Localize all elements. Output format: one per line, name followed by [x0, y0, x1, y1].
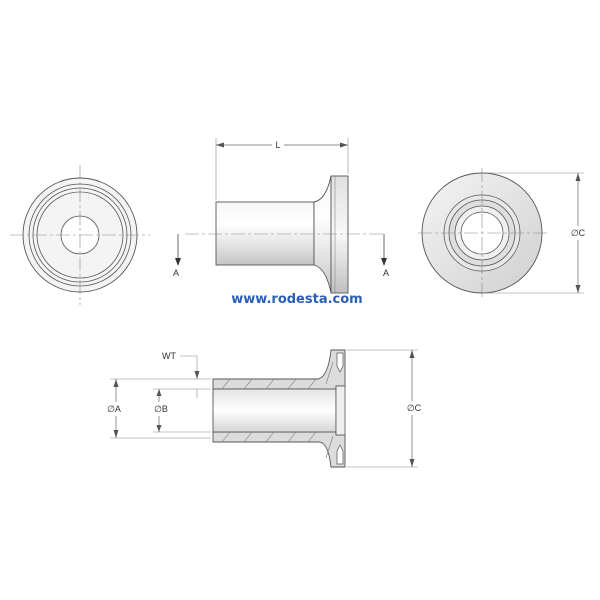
dia-c2-arrow-top: [409, 350, 415, 358]
section-right-label: A: [383, 268, 389, 278]
left-end-view: [10, 165, 150, 305]
length-arrow-left: [216, 142, 224, 148]
dia-c-arrow-bottom: [575, 285, 581, 293]
dia-a-arrow-bottom: [113, 430, 119, 438]
dia-b-arrow-top: [156, 389, 162, 396]
section-right-arrowhead: [381, 258, 387, 266]
watermark-text: www.rodesta.com: [231, 292, 362, 307]
dia-c-arrow-top: [575, 173, 581, 181]
section-bore: [212, 388, 337, 433]
dia-b-label: ∅B: [154, 404, 168, 414]
section-upper-wall: [212, 349, 346, 392]
tube-body: [215, 201, 315, 266]
section-left-arrowhead: [175, 258, 181, 266]
dia-a-arrow-top: [113, 379, 119, 387]
flange-body: [330, 175, 349, 294]
dia-c-bottom-label: ∅C: [407, 403, 422, 413]
section-hatching: [221, 361, 334, 459]
length-label: L: [275, 140, 280, 150]
length-arrow-right: [340, 142, 348, 148]
dia-c-top-label: ∅C: [571, 228, 586, 238]
section-groove-bottom: [336, 444, 344, 465]
dia-c2-arrow-bottom: [409, 459, 415, 467]
wt-arrow: [194, 371, 200, 379]
section-left-label: A: [173, 268, 179, 278]
tube-flare: [313, 175, 332, 294]
section-flange-face: [335, 385, 346, 436]
dia-b-arrow-bottom: [156, 425, 162, 432]
section-lower-wall: [212, 429, 346, 468]
center-side-view: L A A: [173, 138, 389, 294]
right-end-view: ∅C: [418, 168, 590, 298]
section-groove-top: [336, 352, 344, 373]
dia-a-label: ∅A: [107, 404, 121, 414]
section-view: WT ∅A ∅B ∅C: [102, 349, 424, 468]
wt-label: WT: [162, 351, 176, 361]
